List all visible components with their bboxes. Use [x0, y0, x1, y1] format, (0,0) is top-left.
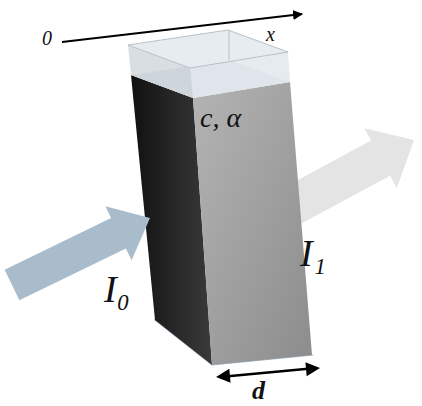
thickness-arrowhead [215, 369, 230, 384]
axis-label: x [266, 24, 275, 44]
solution-label: c, α [200, 104, 241, 132]
transmitted-intensity: I₁ [300, 234, 326, 272]
thickness-arrowhead [305, 361, 320, 376]
cuvette-top-face [128, 30, 288, 68]
thickness-label: d [252, 378, 265, 404]
origin-label: 0 [42, 28, 52, 48]
cuvette-back-edge [229, 30, 230, 60]
cuvette-front-face [193, 82, 312, 365]
incident-intensity: I₀ [104, 270, 130, 308]
thickness-arrow [220, 368, 316, 377]
